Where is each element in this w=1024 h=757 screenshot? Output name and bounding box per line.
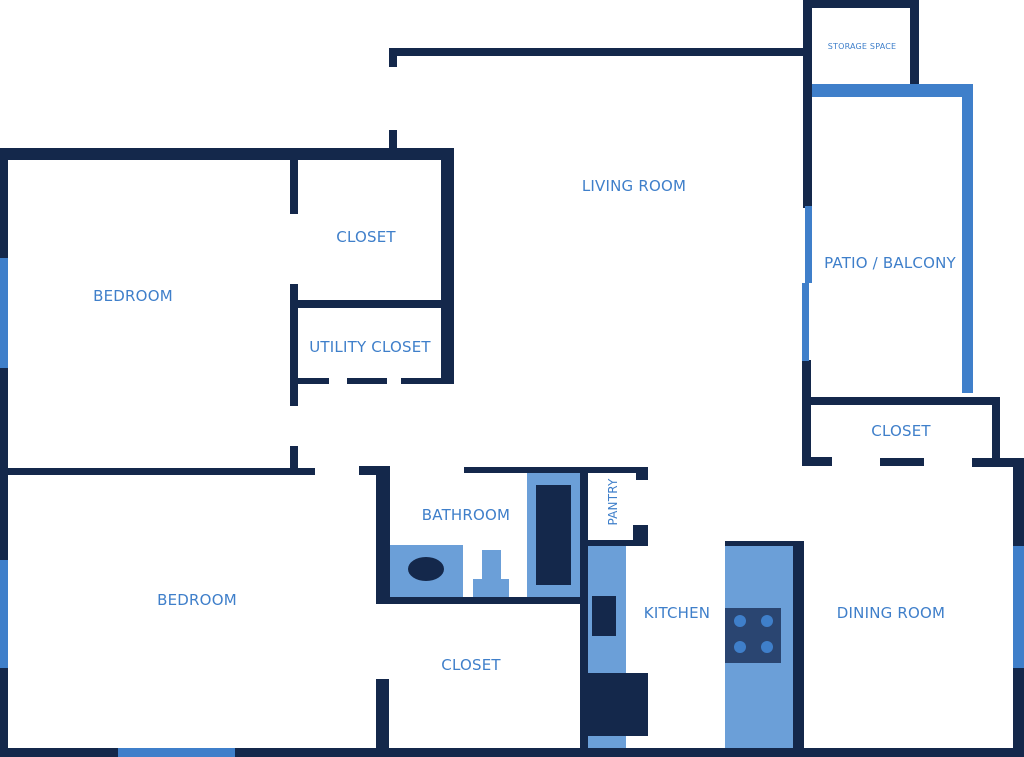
patio-railing-right [962, 84, 973, 393]
wall-right-closet-top [809, 397, 1000, 405]
window-bedroom-top-left [0, 258, 8, 368]
wall-dining-top-right [972, 458, 1024, 467]
label-closet-top: CLOSET [336, 228, 396, 246]
wall-left-outer-lower [0, 668, 8, 757]
label-living-room: LIVING ROOM [582, 177, 686, 195]
window-bedroom-bottom-left [0, 560, 8, 668]
wall-right-outer-upper [1013, 460, 1024, 546]
burner-icon [734, 641, 746, 653]
wall-closet-top-left-lower [290, 284, 298, 406]
wall-utility-door-seg-1 [297, 378, 329, 384]
wall-bedroom-divider-stub [290, 446, 298, 472]
toilet-bowl [473, 579, 509, 597]
burner-icon [734, 615, 746, 627]
label-closet-bottom: CLOSET [441, 656, 501, 674]
wall-utility-door-seg-3 [401, 378, 443, 384]
label-utility-closet: UTILITY CLOSET [309, 338, 431, 356]
label-bedroom-bottom: BEDROOM [157, 591, 237, 609]
fixtures [390, 473, 793, 748]
wall-bath-left [376, 466, 390, 602]
range-stove [725, 608, 781, 663]
wall-patio-left-lower [802, 360, 811, 466]
wall-left-outer-upper [0, 148, 8, 258]
windows [0, 84, 1024, 757]
refrigerator [586, 673, 648, 736]
patio-door-upper [805, 206, 812, 283]
wall-bottom-right [235, 748, 1024, 757]
wall-pantry-left [580, 467, 588, 757]
toilet-tank [482, 550, 501, 580]
wall-bottom-left [0, 748, 118, 757]
room-labels: STORAGE SPACE LIVING ROOM CLOSET BEDROOM… [93, 42, 956, 674]
wall-living-top-stub [389, 48, 397, 67]
wall-storage-left [803, 0, 812, 208]
label-bathroom: BATHROOM [422, 506, 510, 524]
burner-icon [761, 641, 773, 653]
wall-bedroom-top [0, 148, 454, 160]
wall-closet-bottom-stub [376, 679, 389, 757]
wall-closet-top-left-upper [290, 160, 298, 214]
wall-island-top [725, 541, 804, 546]
wall-pantry-top-right [636, 467, 648, 480]
wall-living-top [389, 48, 809, 56]
wall-storage-right [910, 0, 919, 84]
wall-bath-top-right [464, 467, 648, 473]
window-bedroom-bottom [118, 748, 235, 757]
shower-pan [536, 485, 571, 585]
burner-icon [761, 615, 773, 627]
wall-bath-top-left [359, 466, 390, 475]
wall-right-outer-lower [1013, 668, 1024, 757]
wall-closet-utility-divider [290, 300, 442, 308]
label-pantry: PANTRY [606, 478, 620, 526]
label-bedroom-top: BEDROOM [93, 287, 173, 305]
kitchen-sink [592, 596, 616, 636]
label-storage-space: STORAGE SPACE [828, 42, 897, 51]
wall-utility-door-seg-2 [347, 378, 387, 384]
patio-door-lower [802, 283, 809, 361]
wall-pantry-bottom [580, 540, 648, 546]
wall-right-closet-door-seg [880, 458, 924, 466]
label-closet-right: CLOSET [871, 422, 931, 440]
wall-right-closet-right [992, 397, 1000, 467]
wall-closet-right [441, 148, 454, 384]
wall-kitchen-dining-divider [793, 541, 804, 757]
wall-left-outer-mid [0, 368, 8, 560]
wall-living-left-stub [389, 130, 397, 150]
label-patio-balcony: PATIO / BALCONY [824, 254, 956, 272]
wall-storage-top [803, 0, 919, 8]
label-dining-room: DINING ROOM [837, 604, 945, 622]
sink-basin-icon [408, 557, 444, 581]
wall-dining-top-left [802, 457, 832, 466]
wall-bedroom-divider [0, 468, 315, 475]
label-kitchen: KITCHEN [644, 604, 710, 622]
wall-bath-bottom [376, 597, 588, 604]
patio-railing-top [812, 84, 973, 97]
window-dining-right [1013, 546, 1024, 668]
